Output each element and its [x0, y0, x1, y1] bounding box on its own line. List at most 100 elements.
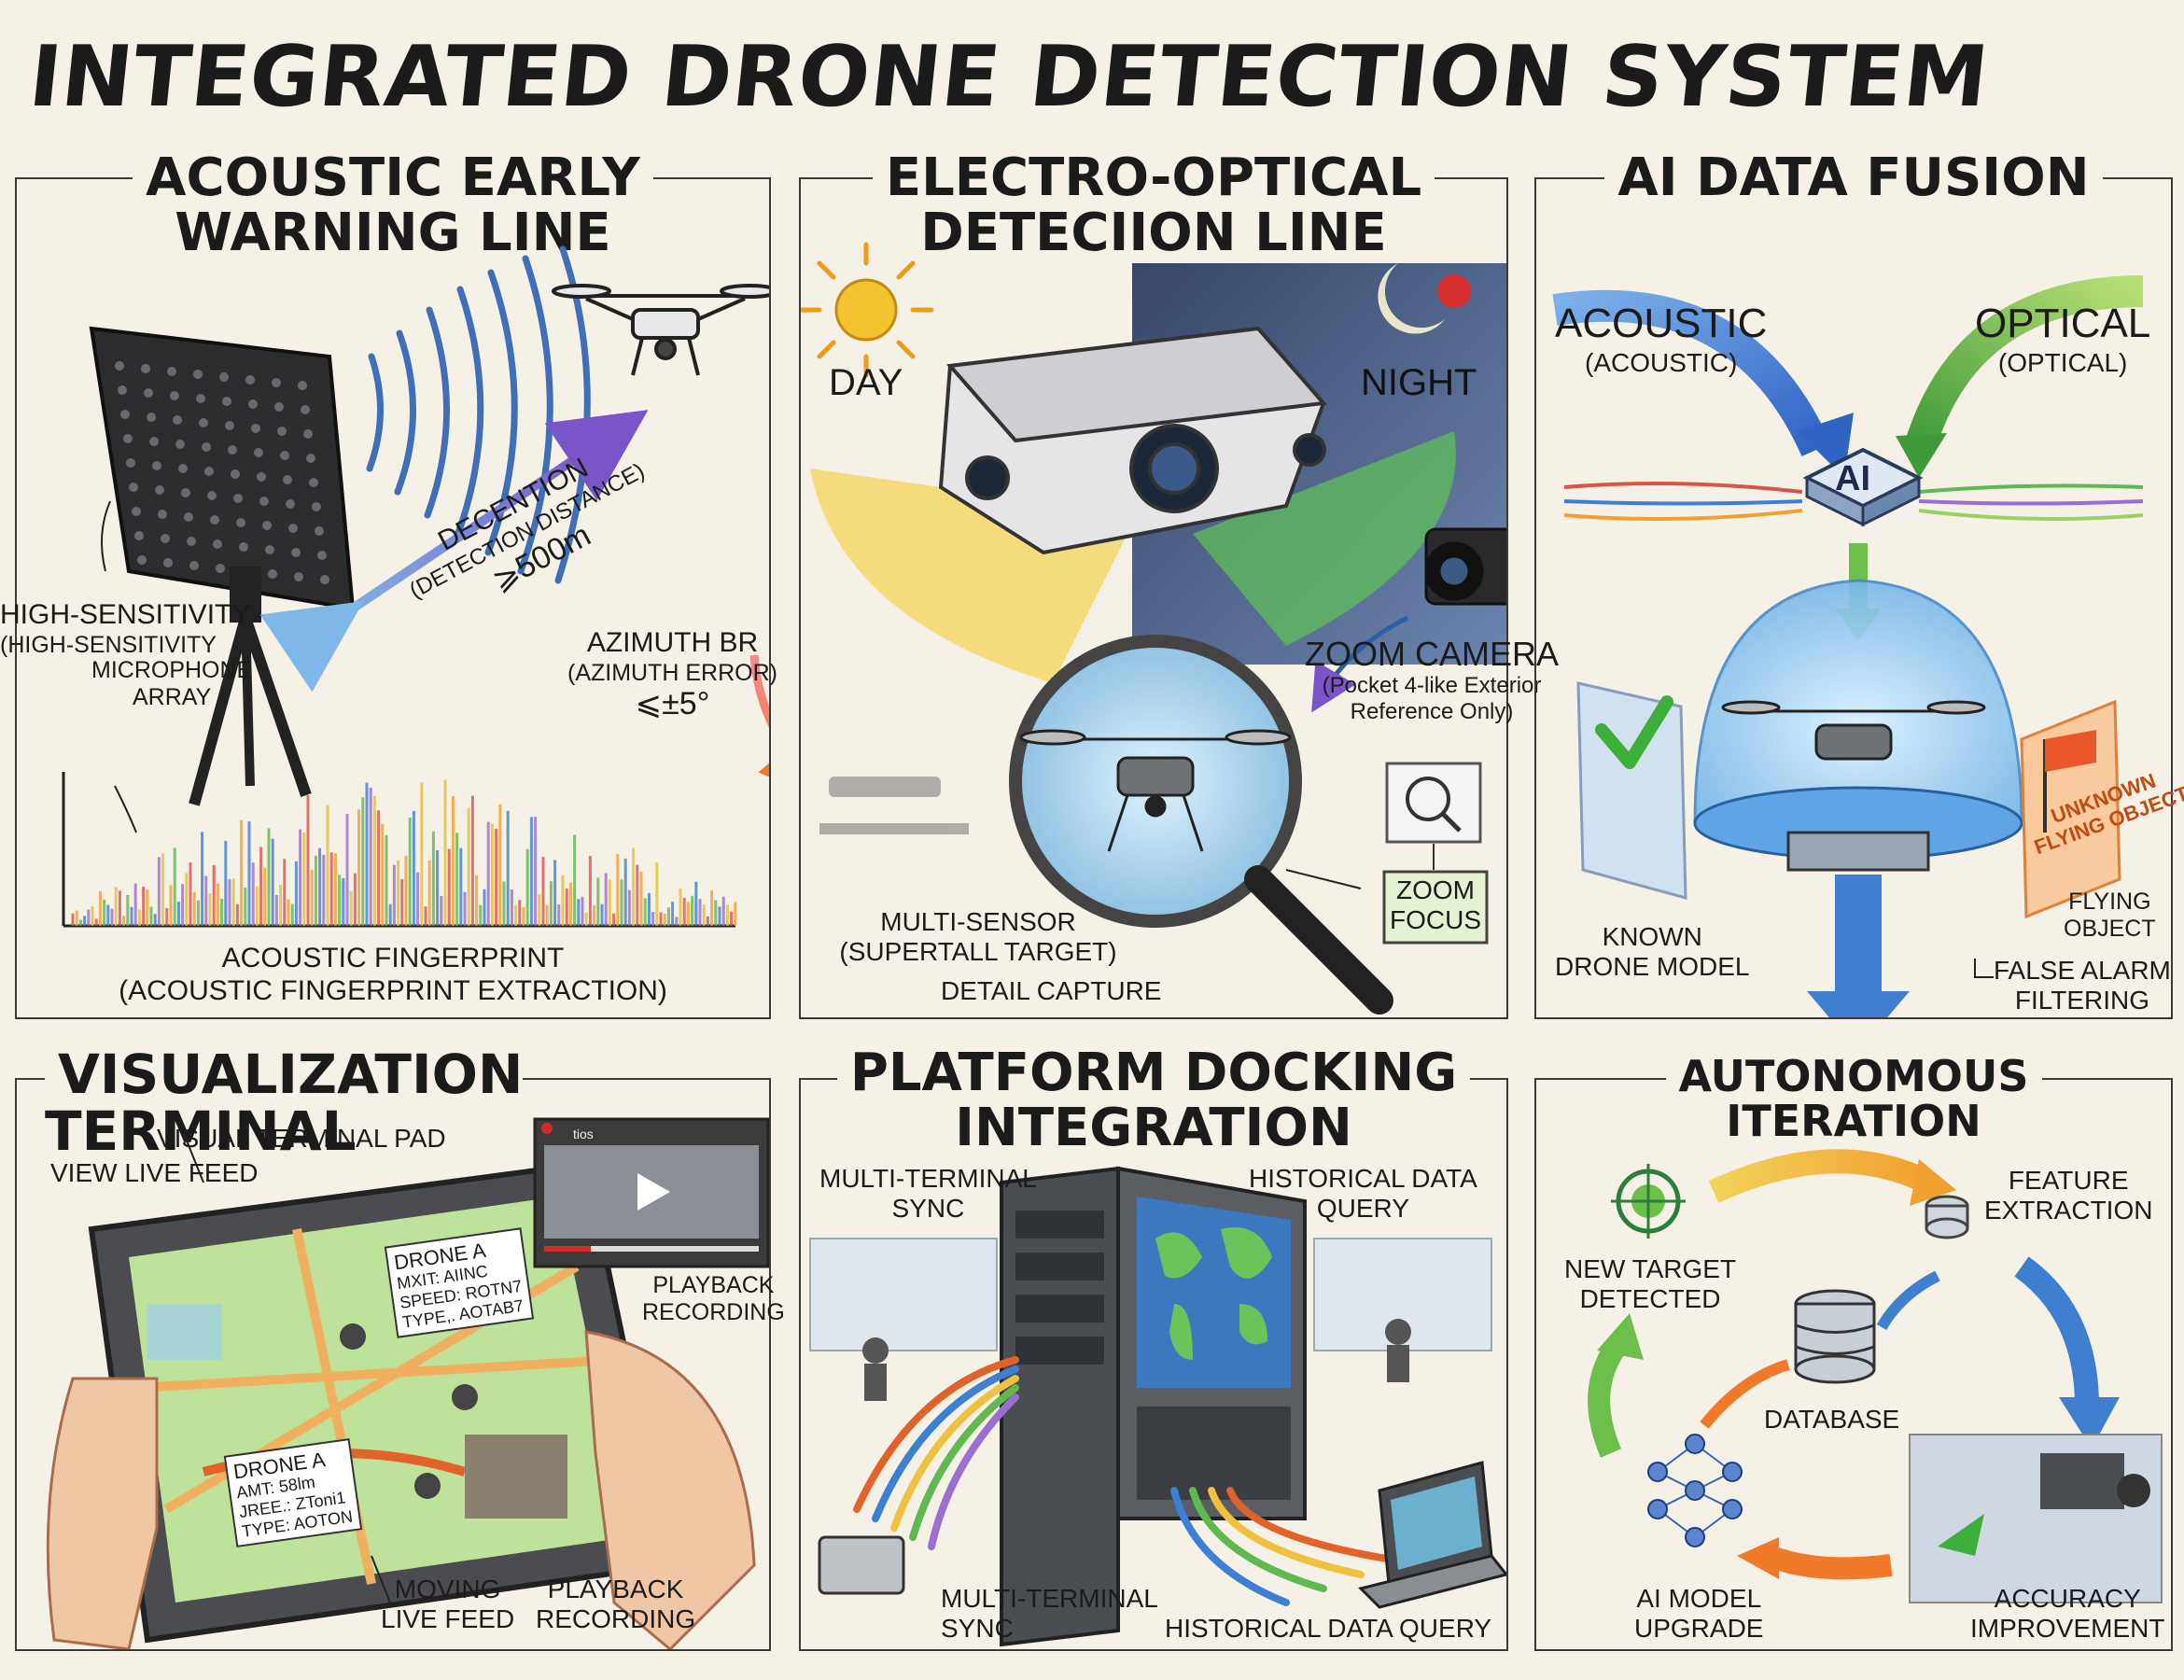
mic-label-2: (HIGH-SENSITIVITY	[0, 631, 217, 658]
night-label: NIGHT	[1361, 362, 1477, 403]
zoom-camera-icon	[1424, 527, 1506, 606]
hologram-dome-icon	[1693, 579, 2023, 872]
fingerprint-label-1: ACOUSTIC FINGERPRINT	[221, 943, 565, 973]
ai-model-label: AI MODEL UPGRADE	[1634, 1584, 1763, 1644]
sync-bottom-2: SYNC	[941, 1614, 1014, 1644]
database-icon	[1794, 1289, 1876, 1384]
feature-extraction-icon	[1925, 1195, 1969, 1239]
zoom-note-2: Reference Only)	[1350, 698, 1514, 724]
docking-title-line2: INTEGRATION	[942, 1097, 1365, 1158]
accuracy-2: IMPROVEMENT	[1970, 1614, 2165, 1644]
fusion-optical-title: OPTICAL	[1975, 301, 2151, 346]
multi-sensor-2: (SUPERTALL TARGET)	[839, 937, 1117, 967]
sync-top-label: MULTI-TERMINAL SYNC	[819, 1164, 1037, 1224]
acoustic-title-line1: ACOUSTIC EARLY	[133, 147, 653, 208]
playback-bottom-1: PLAYBACK	[547, 1575, 684, 1603]
moving-live-feed-label: MOVING LIVE FEED	[381, 1575, 514, 1634]
docking-panel: PLATFORM DOCKING INTEGRATION	[799, 1043, 1508, 1651]
world-map-monitor-icon	[1116, 1166, 1307, 1520]
optical-panel: ELECTRO-OPTICAL DETECIION LINE	[799, 147, 1559, 1019]
fusion-illustration	[1552, 275, 2144, 1017]
false-alarm-2: FILTERING	[2014, 986, 2150, 1015]
history-top-label: HISTORICAL DATA QUERY	[1249, 1164, 1477, 1224]
laptop-icon	[1358, 1461, 1506, 1609]
hist-top-2: QUERY	[1316, 1194, 1409, 1224]
feature-extraction-label: FEATURE EXTRACTION	[1984, 1166, 2152, 1225]
zoom-focus-icon	[1382, 762, 1489, 945]
moving-2: LIVE FEED	[381, 1604, 515, 1634]
drone-b-callout: DRONE A AMT: 58lm JREE.: ZToni1 TYPE: AO…	[223, 1438, 362, 1548]
playback-label-top: PLAYBACK RECORDING	[642, 1272, 785, 1326]
zoom-note-1: (Pocket 4-like Exterior	[1322, 673, 1542, 699]
terminal-panel: VISUALIZATION TERMINAL	[15, 1043, 785, 1651]
zoom-focus-2: FOCUS	[1390, 905, 1481, 935]
sync-bottom-1: MULTI-TERMINAL	[941, 1584, 1158, 1613]
drone-in-lens-icon	[1019, 729, 1292, 852]
zoom-camera-label: ZOOM CAMERA (Pocket 4-like Exterior Refe…	[1305, 635, 1559, 725]
iteration-illustration	[1588, 1149, 2163, 1603]
fusion-title: AI DATA FUSION	[1604, 147, 2103, 208]
iteration-panel: AUTONOMOUS ITERATION	[1534, 1051, 2173, 1651]
mic-array-label-b: MICROPHONE ARRAY	[91, 657, 252, 711]
acoustic-fingerprint-label: ACOUSTIC FINGERPRINT (ACOUSTIC FINGERPRI…	[17, 943, 769, 1007]
neural-network-icon	[1647, 1434, 1743, 1547]
hist-top-1: HISTORICAL DATA	[1249, 1164, 1477, 1193]
flag-icon	[2043, 730, 2096, 833]
new-target-label: NEW TARGET DETECTED	[1564, 1254, 1736, 1314]
drone-a-callout: DRONE A MXIT: AIINC SPEED: ROTN7 TYPE,. …	[384, 1227, 535, 1339]
detail-capture-label: DETAIL CAPTURE	[941, 976, 1162, 1005]
flying-object-label: FLYING OBJECT	[2064, 889, 2156, 943]
ai-chip-icon	[1802, 447, 1924, 527]
sync-top-1: MULTI-TERMINAL	[819, 1164, 1037, 1193]
mic-label-1: HIGH-SENSITIVITY	[0, 599, 251, 630]
camera-pod-icon	[938, 326, 1327, 555]
view-live-feed-label: VIEW LIVE FEED	[50, 1158, 259, 1187]
fusion-panel: AI DATA FUSION	[1534, 147, 2184, 1019]
moving-1: MOVING	[394, 1575, 501, 1603]
ai-model-2: UPGRADE	[1634, 1614, 1764, 1644]
mic-label-3: MICROPHONE	[91, 657, 253, 683]
moon-icon	[1378, 263, 1471, 334]
known-drone-label: KNOWN DRONE MODEL	[1555, 922, 1749, 982]
iteration-title-1: AUTONOMOUS	[1665, 1051, 2042, 1101]
accuracy-label: ACCURACY IMPROVEMENT	[1970, 1584, 2164, 1644]
playback-top-2: RECORDING	[642, 1298, 785, 1325]
playback-bottom-2: RECORDING	[536, 1604, 696, 1634]
target-icon	[1611, 1164, 1686, 1239]
server-tower-icon	[1000, 1166, 1120, 1647]
optical-illustration	[801, 242, 1506, 1015]
feature-2: EXTRACTION	[1984, 1196, 2153, 1225]
database-label: DATABASE	[1764, 1405, 1900, 1434]
zoom-focus-1: ZOOM	[1396, 875, 1475, 904]
zoom-focus-label: ZOOM FOCUS	[1384, 875, 1487, 935]
new-target-2: DETECTED	[1579, 1284, 1721, 1314]
playback-top-1: PLAYBACK	[652, 1272, 775, 1298]
azimuth-label-2: (AZIMUTH ERROR)	[567, 659, 777, 686]
docking-illustration	[809, 1166, 1506, 1647]
azimuth-label-1: AZIMUTH BR	[586, 627, 759, 658]
right-hand-icon	[584, 1330, 756, 1649]
optical-title-line1: ELECTRO-OPTICAL	[872, 147, 1435, 208]
ai-chip-label: AI	[1835, 459, 1870, 498]
acoustic-panel: ACOUSTIC EARLY WARNING LINE	[0, 147, 777, 1019]
check-icon	[1595, 695, 1673, 769]
azimuth-label: AZIMUTH BR (AZIMUTH ERROR) ⩽±5°	[567, 627, 777, 722]
fusion-acoustic-title: ACOUSTIC	[1555, 301, 1768, 346]
page-title: INTEGRATED DRONE DETECTION SYSTEM	[24, 28, 1995, 126]
drone-icon	[552, 284, 769, 376]
new-target-1: NEW TARGET	[1564, 1254, 1737, 1283]
fingerprint-label-2: (ACOUSTIC FINGERPRINT EXTRACTION)	[119, 974, 667, 1006]
blurred-drone-icon	[819, 777, 969, 834]
sync-bottom-label: MULTI-TERMINAL SYNC	[941, 1584, 1158, 1644]
acoustic-spectrum-plot	[62, 772, 737, 928]
acoustic-illustration	[62, 245, 769, 928]
acoustic-title-line2: WARNING LINE	[161, 202, 624, 263]
azimuth-value: ⩽±5°	[635, 686, 710, 722]
left-hand-icon	[46, 1377, 159, 1649]
feature-1: FEATURE	[2008, 1166, 2129, 1195]
terminal-title: VISUALIZATION TERMINAL	[45, 1043, 524, 1163]
map-drone-markers	[340, 1323, 478, 1499]
fusion-acoustic-sub: (ACOUSTIC)	[1585, 347, 1738, 377]
iteration-title-2: ITERATION	[1713, 1096, 1995, 1147]
ai-model-1: AI MODEL	[1636, 1584, 1762, 1613]
